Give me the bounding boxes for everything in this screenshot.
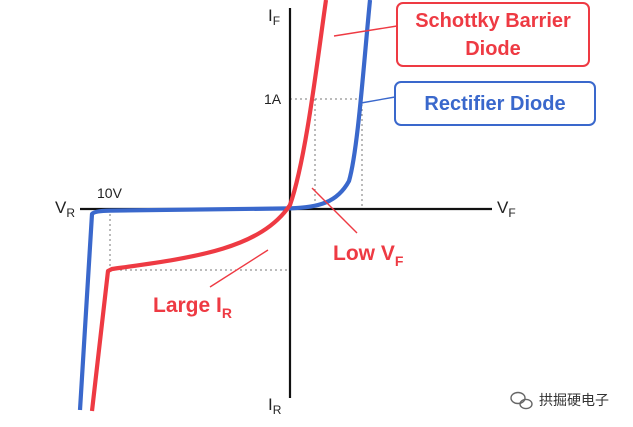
axis-label-vr: VR bbox=[55, 198, 75, 220]
axis-label-ir: IR bbox=[268, 395, 282, 417]
watermark: 拱掘硬电子 bbox=[510, 391, 609, 410]
schottky-callout-box bbox=[396, 2, 590, 67]
axis-label-ir-main: I bbox=[268, 395, 273, 414]
axis-label-vf-main: V bbox=[497, 198, 509, 217]
large-ir-pointer bbox=[209, 249, 269, 288]
axis-label-if: IF bbox=[268, 6, 280, 28]
tick-label-10v: 10V bbox=[97, 185, 123, 201]
large-ir-label-main: Large I bbox=[153, 294, 222, 317]
axis-label-if-sub: F bbox=[273, 14, 280, 28]
wechat-icon bbox=[510, 391, 533, 410]
guide-lines bbox=[109, 98, 363, 271]
schottky-label-line1: Schottky Barrier bbox=[415, 10, 571, 32]
low-vf-label-main: Low V bbox=[333, 242, 395, 265]
low-vf-label: Low VF bbox=[333, 242, 404, 269]
large-ir-label-sub: R bbox=[222, 305, 232, 321]
tick-label-1a: 1A bbox=[264, 91, 282, 107]
axis-label-vr-main: V bbox=[55, 198, 67, 217]
watermark-text: 拱掘硬电子 bbox=[539, 393, 609, 409]
schottky-label-line2: Diode bbox=[465, 38, 521, 60]
schottky-curve bbox=[89, 0, 329, 412]
low-vf-pointer bbox=[311, 187, 358, 234]
callout-pointers bbox=[209, 25, 398, 288]
low-vf-label-sub: F bbox=[395, 253, 404, 269]
rectifier-callout-box bbox=[394, 81, 596, 126]
axis-label-vf: VF bbox=[497, 198, 516, 220]
axis-label-ir-sub: R bbox=[273, 403, 282, 417]
rectifier-pointer bbox=[360, 96, 396, 104]
large-ir-label: Large IR bbox=[153, 294, 232, 321]
axis-label-vf-sub: F bbox=[508, 206, 515, 220]
rectifier-label: Rectifier Diode bbox=[424, 93, 565, 115]
schottky-pointer bbox=[333, 25, 398, 37]
axis-label-vr-sub: R bbox=[66, 206, 75, 220]
rectifier-curve bbox=[77, 0, 373, 411]
axis-label-if-main: I bbox=[268, 6, 273, 25]
